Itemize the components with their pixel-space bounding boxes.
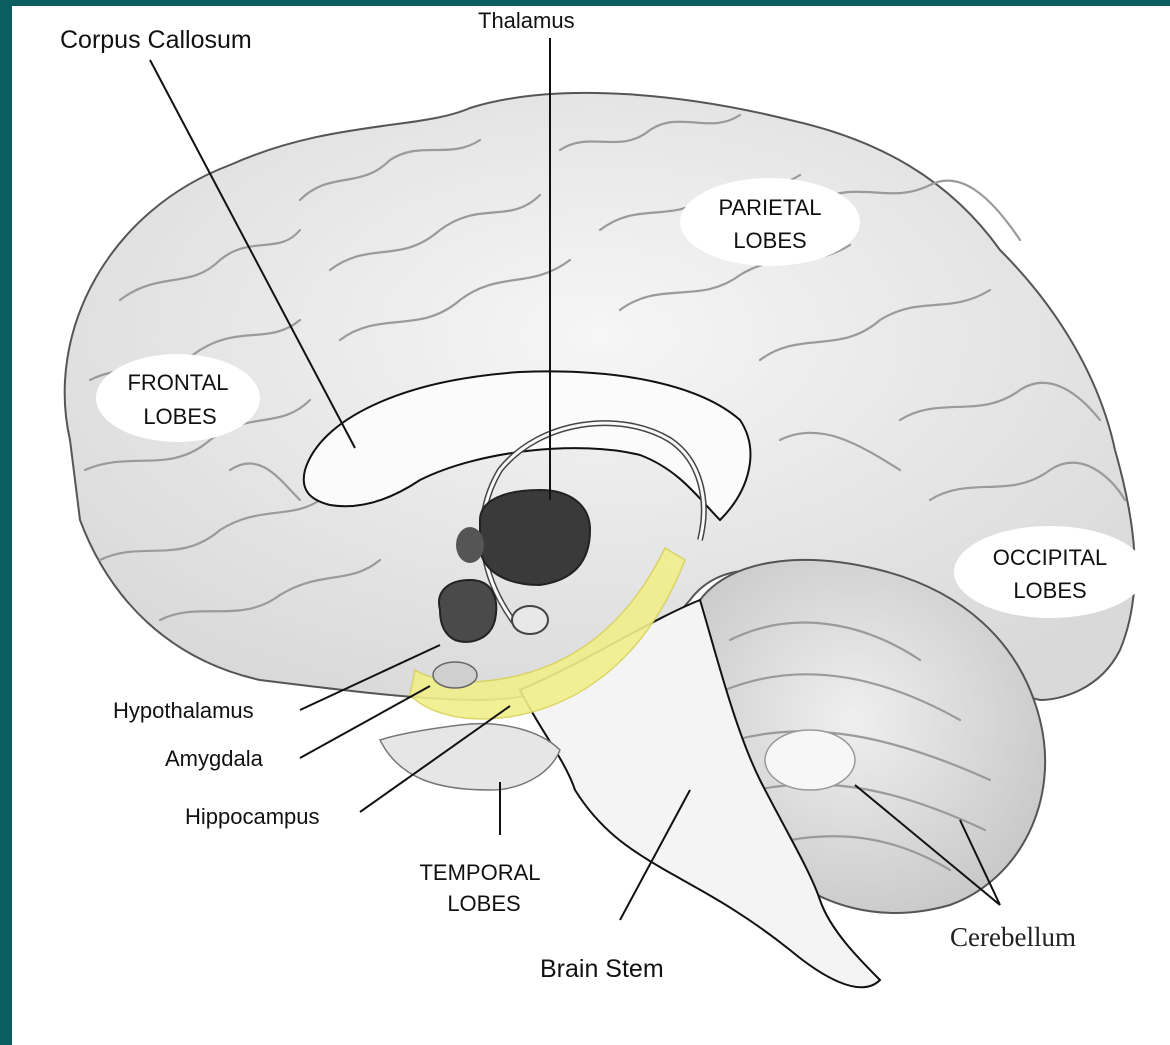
label-hippocampus: Hippocampus xyxy=(185,804,320,829)
label-temporal-1: TEMPORAL xyxy=(419,860,540,885)
label-corpus-callosum: Corpus Callosum xyxy=(60,26,252,54)
label-hypothalamus: Hypothalamus xyxy=(113,698,254,723)
amygdala xyxy=(433,662,477,688)
anterior-nucleus xyxy=(456,527,484,563)
label-frontal-1: FRONTAL xyxy=(127,370,228,395)
hypothalamus xyxy=(439,580,496,642)
label-temporal-2: LOBES xyxy=(447,891,520,916)
label-occipital-2: LOBES xyxy=(1013,578,1086,603)
thalamus xyxy=(480,490,590,585)
label-cerebellum: Cerebellum xyxy=(950,922,1076,952)
mammillary-body xyxy=(512,606,548,634)
label-thalamus: Thalamus xyxy=(478,8,575,33)
label-parietal-1: PARIETAL xyxy=(718,195,821,220)
label-amygdala: Amygdala xyxy=(165,746,264,771)
occipital-label-bg xyxy=(954,526,1146,618)
label-parietal-2: LOBES xyxy=(733,228,806,253)
label-occipital-1: OCCIPITAL xyxy=(993,545,1108,570)
label-brain-stem: Brain Stem xyxy=(540,955,664,983)
label-frontal-2: LOBES xyxy=(143,404,216,429)
diagram-panel: Corpus Callosum Thalamus PARIETAL LOBES … xyxy=(12,6,1170,1045)
brain-diagram: Corpus Callosum Thalamus PARIETAL LOBES … xyxy=(12,6,1170,1045)
